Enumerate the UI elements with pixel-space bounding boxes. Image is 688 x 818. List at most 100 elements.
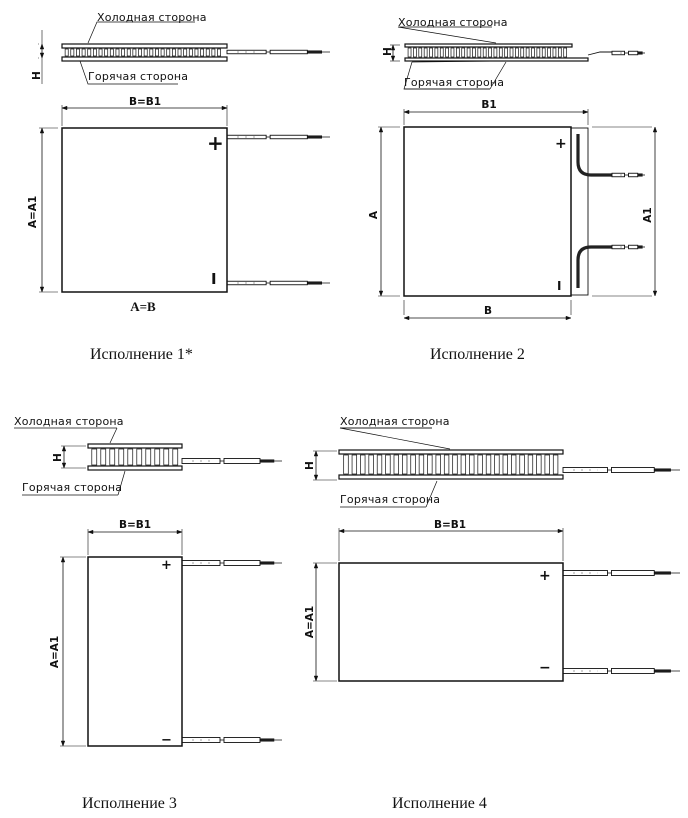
variant-4: Холодная сторона Горячая сторона H B=B1 … [304,415,551,812]
wire-sleeve [628,244,639,250]
thermo-pillar [547,47,551,58]
wire-sleeve [223,458,261,464]
plus-terminal-sign: + [539,568,551,584]
thermo-pillar [439,47,444,58]
arrow-head [390,44,396,51]
thermo-pillar [427,454,433,475]
thermo-pillar [115,48,120,57]
thermo-pillar [488,47,492,58]
wire-sleeve [628,172,639,178]
arrow-head [582,109,589,115]
thermo-pillar [413,47,417,58]
arrow-head [403,109,410,115]
thermo-pillar [98,48,103,57]
arrow-head [39,286,45,293]
wire-bend [576,134,612,177]
arrow-head [565,315,572,321]
cold-side-label: Холодная сторона [97,11,207,24]
cold-side-label: Холодная сторона [398,16,508,29]
thermo-pillar [461,47,466,58]
arrow-head [221,105,228,111]
thermo-pillar [423,47,428,58]
thermo-pillar [143,48,148,57]
plus-terminal-sign: + [207,131,224,155]
arrow-head [176,529,183,535]
arrow-head [39,127,45,134]
thermo-pillar [149,48,154,57]
minus-terminal-sign: − [161,733,172,748]
thermo-pillar [402,454,408,475]
thermo-pillar [552,47,557,58]
hot-side-label: Горячая сторона [88,70,188,83]
thermo-pillar [109,448,116,466]
thermo-pillar [211,48,216,57]
thermo-pillar [343,454,349,475]
cold-side-label: Холодная сторона [14,415,124,428]
dim-height: A=A1 [304,606,316,638]
dim-h: H [304,461,316,470]
thermo-pillar [393,454,399,475]
wire-sleeve [611,668,655,674]
thermo-pillar [519,454,525,475]
arrow-head [39,43,45,50]
arrow-head [313,562,319,569]
thermo-pillar [511,454,517,475]
arrow-head [61,105,68,111]
thermo-pillar [136,448,143,466]
thermo-pillar [121,48,126,57]
thermo-pillar [118,448,125,466]
dim-width-bottom: B [484,305,492,317]
leader-line [339,427,451,450]
thermo-pillar [502,454,508,475]
arrow-head [313,474,319,481]
dim-width: B=B1 [119,519,151,531]
thermo-pillar [92,48,97,57]
thermo-pillar [472,47,476,58]
thermo-pillar [172,448,179,466]
cold-side-label: Холодная сторона [340,415,450,428]
note-a-equals-b: A=B [130,299,156,314]
thermo-pillar [536,454,542,475]
thermo-pillar [515,47,519,58]
arrow-head [378,126,384,133]
thermo-pillar [171,48,176,57]
thermo-pillar [460,454,467,475]
wire-sleeve [223,737,261,743]
variant-caption: Исполнение 1* [90,346,193,363]
wire-sleeve [611,467,655,473]
dim-width-top: B1 [481,99,496,111]
arrow-head [87,529,94,535]
wire-sleeve [562,467,608,473]
wire-sleeve [269,280,308,286]
thermo-pillar [70,48,75,57]
hot-side-label: Горячая сторона [404,76,504,89]
thermo-pillar [145,448,152,466]
thermo-pillar [527,454,534,475]
hot-plate [61,56,228,62]
thermo-pillar [76,48,80,57]
thermo-pillar [194,48,199,57]
dim-width: B=B1 [129,96,161,108]
cold-plate [404,43,573,48]
thermo-pillar [368,454,374,475]
variant-1: Холодная сторона Горячая сторона H B=B1 … [27,11,224,363]
thermo-pillar [498,47,503,58]
arrow-head [313,675,319,682]
thermo-pillar [456,47,460,58]
thermo-pillar [160,48,165,57]
dim-height-left: A [368,210,380,219]
thermo-pillar [536,47,541,58]
arrow-head [390,55,396,62]
wire-sleeve [269,134,308,140]
dim-height: A=A1 [27,196,39,228]
thermo-pillar [385,454,391,475]
thermo-pillar [127,448,134,466]
cold-plate [338,449,564,455]
thermo-pillar [100,448,107,466]
thermo-pillar [360,454,366,475]
thermo-pillar [544,454,550,475]
arrow-head [652,126,658,133]
thermo-pillar [155,48,159,57]
wire [587,51,612,56]
